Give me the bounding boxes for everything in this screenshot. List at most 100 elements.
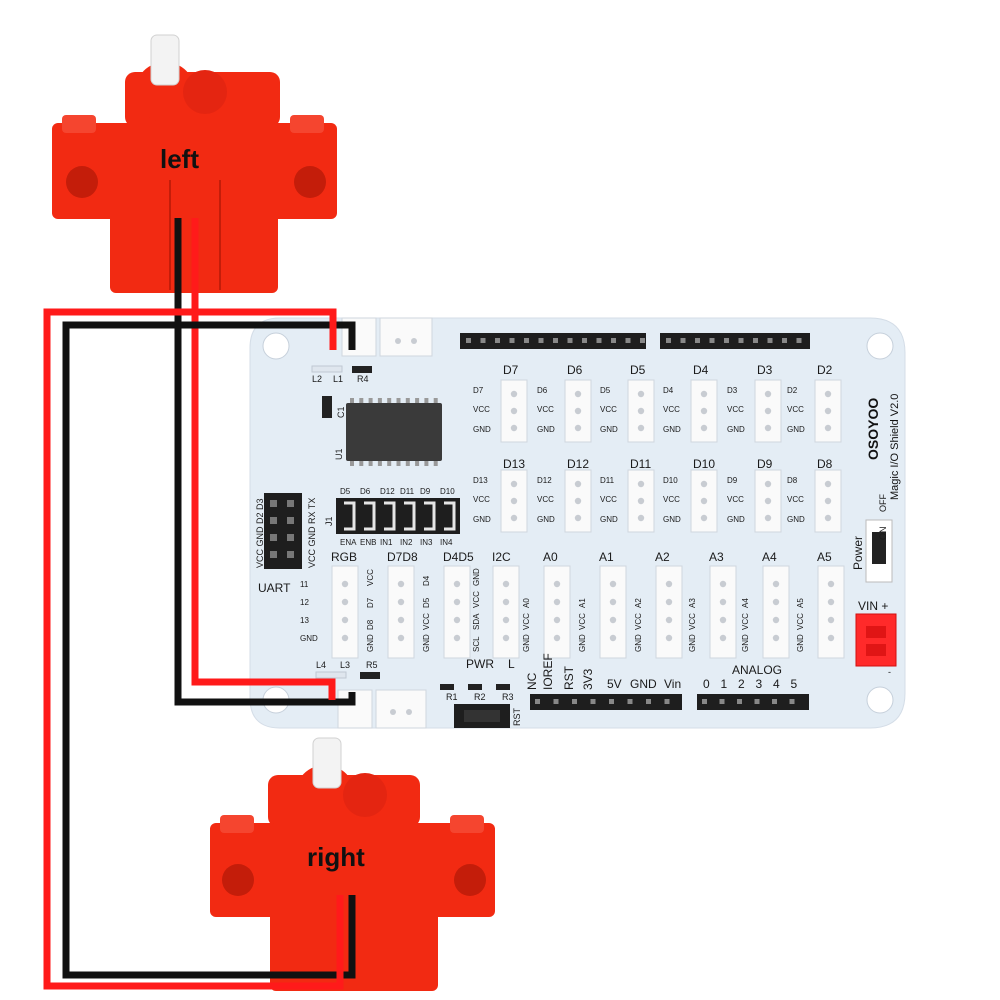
connector-pin (453, 580, 461, 588)
label-l3: L3 (340, 660, 350, 670)
chip-pin (415, 398, 420, 403)
uart-pin (287, 517, 294, 524)
connector-pin (510, 514, 518, 522)
top-row-pin-label-3: D4 (663, 386, 674, 395)
bottom-connector-4 (543, 565, 571, 659)
analog-number-0: 0 (703, 677, 710, 691)
motor-connector-left-b (379, 317, 433, 357)
chip-pin (368, 398, 373, 403)
bottom-title-5: A1 (599, 550, 614, 564)
connector-pin (341, 616, 349, 624)
header-pin (719, 699, 725, 704)
connector-pin (824, 480, 832, 488)
connector-pin (764, 407, 772, 415)
chip-pin (424, 398, 429, 403)
uart-pin (270, 500, 277, 507)
power-switch-label: Power (851, 536, 865, 570)
top-row-title-2: D5 (630, 363, 646, 377)
connector-pin (553, 580, 561, 588)
uart-pin (287, 500, 294, 507)
chip-pin (405, 398, 410, 403)
connector-pin (637, 480, 645, 488)
bottom-connector-9 (817, 565, 845, 659)
connector-pin (502, 634, 510, 642)
vin-minus: - (888, 667, 891, 677)
top-row-title-0: D7 (503, 363, 519, 377)
connector-pin (453, 598, 461, 606)
label-l2: L2 (312, 374, 322, 384)
vin-label: VIN + (858, 599, 888, 613)
connector-pin (609, 598, 617, 606)
mid-row-title-1: D12 (567, 457, 589, 471)
chip-pin (433, 398, 438, 403)
connector-pin (824, 424, 832, 432)
j1-jumper-4[interactable] (424, 501, 436, 531)
connector-pin (637, 407, 645, 415)
analog-pin-3-0: GND (688, 634, 697, 652)
analog-number-3: 3 (756, 677, 763, 691)
power-pin-label-0: NC (525, 672, 539, 690)
i2c-pin-0: SCL (472, 636, 481, 652)
j1-jumper-5[interactable] (444, 501, 456, 531)
label-r3: R3 (502, 692, 514, 702)
connector-pin (824, 514, 832, 522)
j1-jumper-2[interactable] (384, 501, 396, 531)
analog-pin-1-0: GND (578, 634, 587, 652)
header-pin (495, 338, 500, 343)
mid-row-gnd-label-2: GND (600, 515, 618, 524)
connector-pin (574, 480, 582, 488)
connector-pin (772, 616, 780, 624)
connector-pin (397, 580, 405, 588)
io-shield-board: L2 L1 R4 U1 C1 D7D7VCCGNDD6D6VCCGNDD5D5V… (249, 317, 906, 729)
connector-pin (824, 407, 832, 415)
top-row-title-3: D4 (693, 363, 709, 377)
chip-pin (396, 398, 401, 403)
header-pin (596, 338, 602, 343)
mid-row-vcc-label-3: VCC (663, 495, 680, 504)
mid-row-gnd-label-3: GND (663, 515, 681, 524)
j1-jumper-3[interactable] (404, 501, 416, 531)
motor-left-label: left (160, 144, 199, 174)
chip-pin (433, 461, 438, 466)
header-pin (524, 338, 529, 343)
pin-header-top-right (660, 333, 810, 349)
power-header (530, 694, 682, 710)
connector-pin (827, 634, 835, 642)
mid-row-vcc-label-5: VCC (787, 495, 804, 504)
power-pin-label-4: 5V (607, 677, 622, 691)
connector-pin (453, 634, 461, 642)
chip-u1 (346, 403, 442, 461)
top-row-vcc-label-0: VCC (473, 405, 490, 414)
j1-bottom-label-4: IN3 (420, 538, 433, 547)
connector-pin (700, 390, 708, 398)
label-r1: R1 (446, 692, 458, 702)
mid-row-pin-label-3: D10 (663, 476, 678, 485)
j1-bottom-label-3: IN2 (400, 538, 413, 547)
j1-jumper-1[interactable] (364, 501, 376, 531)
j1-jumper-0[interactable] (344, 501, 356, 531)
wire-right-red (43, 308, 344, 990)
mid-row-vcc-label-4: VCC (727, 495, 744, 504)
analog-number-2: 2 (738, 677, 745, 691)
mid-row-pin-label-5: D8 (787, 476, 798, 485)
connector-pin (665, 580, 673, 588)
connector-pin (764, 514, 772, 522)
bottom-connector-5 (599, 565, 627, 659)
connector-pin (397, 598, 405, 606)
connector-pin (637, 390, 645, 398)
j1-top-label-2: D12 (380, 487, 395, 496)
analog-pin-3-1: VCC (688, 613, 697, 630)
analog-number-4: 4 (773, 677, 780, 691)
mid-row-title-2: D11 (630, 457, 651, 471)
chip-pin (387, 398, 392, 403)
rgb-pin-label-1: 12 (300, 598, 309, 607)
power-pin-label-1: IOREF (541, 653, 555, 690)
header-pin (640, 338, 645, 343)
analog-pin-4-1: VCC (741, 613, 750, 630)
rgb-pin-label-2: 13 (300, 616, 309, 625)
connector-pin (824, 390, 832, 398)
j1-bottom-label-5: IN4 (440, 538, 453, 547)
bottom-title-4: A0 (543, 550, 558, 564)
label-l4: L4 (316, 660, 326, 670)
